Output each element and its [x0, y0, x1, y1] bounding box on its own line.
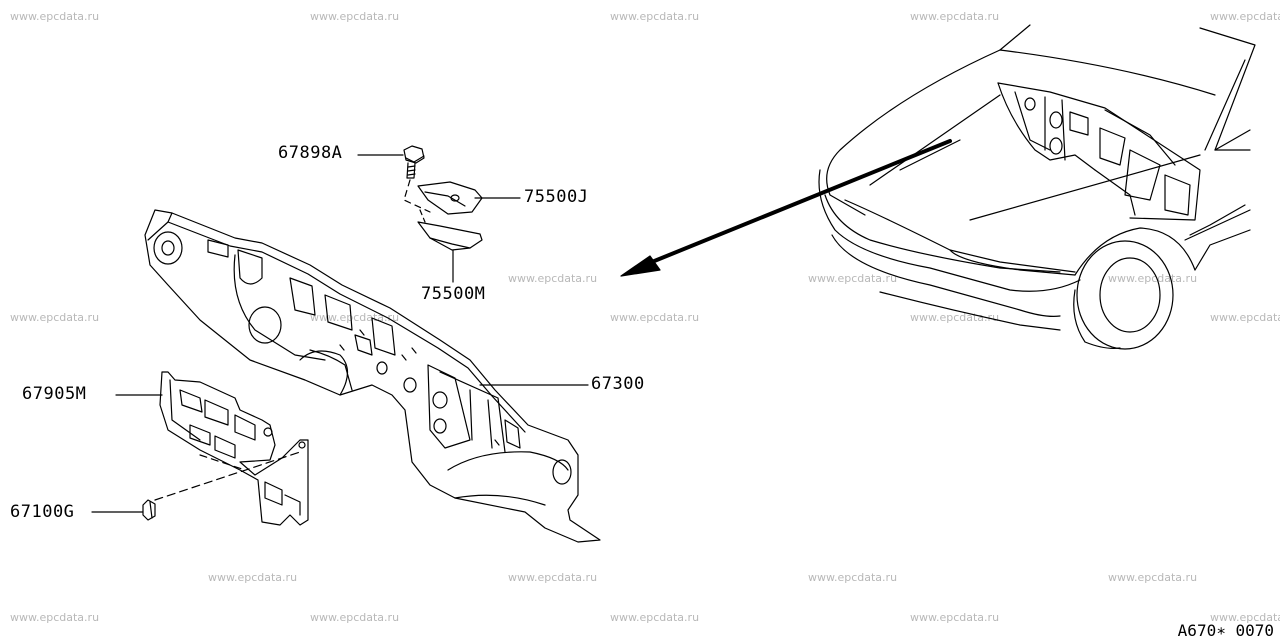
watermark-text: www.epcdata.ru	[310, 311, 400, 324]
watermark-text: www.epcdata.ru	[910, 311, 1000, 324]
watermark-text: www.epcdata.ru	[1210, 311, 1280, 324]
part-label-dash-panel: 67300	[591, 374, 645, 394]
direction-arrow	[621, 141, 950, 276]
part-label-bracket-upper: 75500J	[524, 187, 589, 207]
dash-panel-drawing	[145, 210, 600, 542]
watermark-text: www.epcdata.ru	[10, 10, 100, 23]
leader-lines	[92, 155, 588, 512]
part-label-bracket-lower: 75500M	[421, 284, 486, 304]
watermark-text: www.epcdata.ru	[508, 571, 598, 584]
watermark-text: www.epcdata.ru	[1108, 272, 1198, 285]
watermark-text: www.epcdata.ru	[310, 611, 400, 624]
watermark-text: www.epcdata.ru	[310, 10, 400, 23]
bolt-drawing	[404, 146, 430, 222]
watermark-text: www.epcdata.ru	[610, 311, 700, 324]
watermark-text: www.epcdata.ru	[808, 272, 898, 285]
watermark-text: www.epcdata.ru	[610, 611, 700, 624]
insulator-drawing	[160, 372, 308, 525]
watermark-text: www.epcdata.ru	[10, 611, 100, 624]
bracket-drawings	[418, 182, 482, 250]
vehicle-front-view	[819, 25, 1255, 349]
diagram-code: A670∗ 0070	[1177, 621, 1274, 640]
part-label-bolt: 67898A	[278, 143, 343, 163]
watermark-text: www.epcdata.ru	[910, 611, 1000, 624]
watermark-text: www.epcdata.ru	[1210, 611, 1280, 624]
part-label-insulator: 67905M	[22, 384, 87, 404]
watermark-text: www.epcdata.ru	[1210, 10, 1280, 23]
watermark-text: www.epcdata.ru	[10, 311, 100, 324]
watermark-text: www.epcdata.ru	[208, 571, 298, 584]
clip-drawing	[143, 452, 300, 520]
part-label-clip: 67100G	[10, 502, 75, 522]
watermark-text: www.epcdata.ru	[508, 272, 598, 285]
watermark-text: www.epcdata.ru	[910, 10, 1000, 23]
watermark-text: www.epcdata.ru	[610, 10, 700, 23]
watermark-text: www.epcdata.ru	[808, 571, 898, 584]
watermark-text: www.epcdata.ru	[1108, 571, 1198, 584]
